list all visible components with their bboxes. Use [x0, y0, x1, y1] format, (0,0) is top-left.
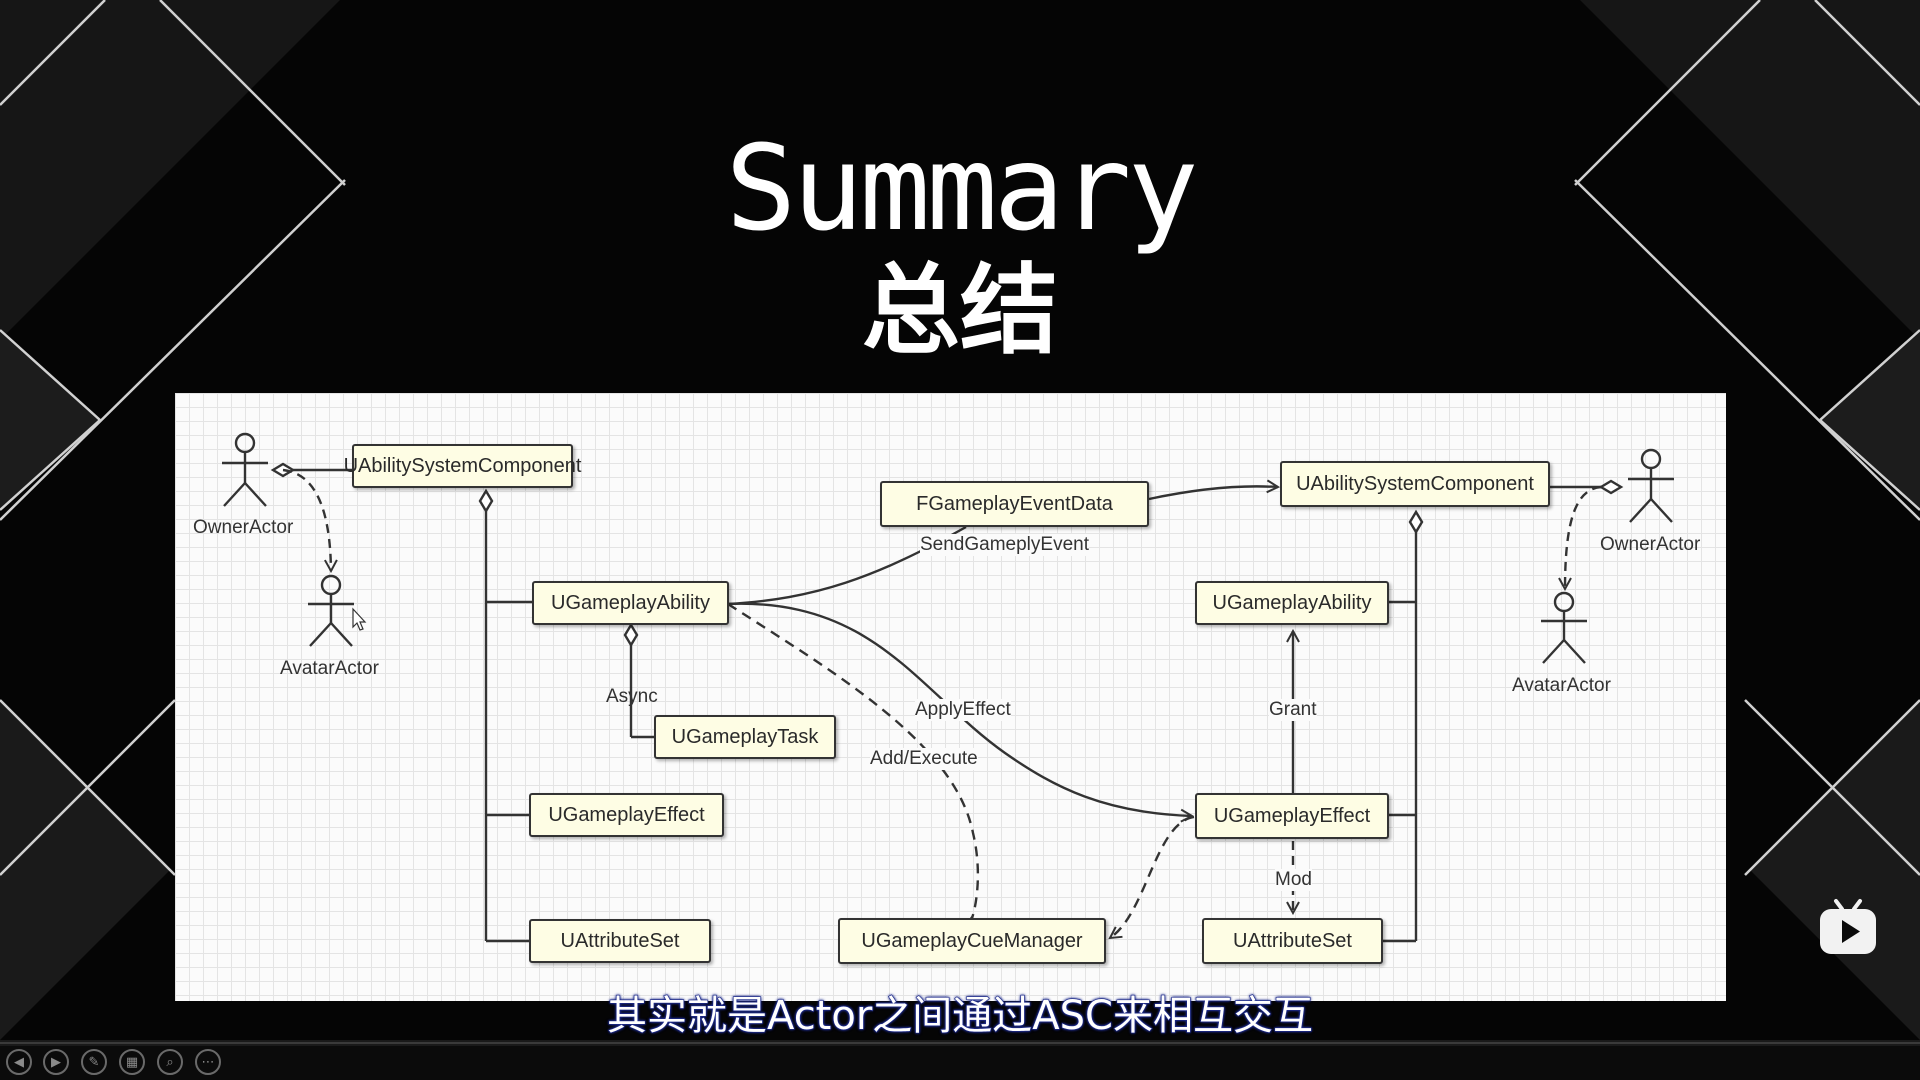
left-avatar-actor-figure [308, 574, 354, 647]
zoom-icon[interactable]: ⌕ [157, 1049, 183, 1075]
left-effect-box: UGameplayEffect [529, 793, 724, 837]
more-icon[interactable]: ⋯ [195, 1049, 221, 1075]
left-ability-box: UGameplayAbility [532, 581, 729, 625]
video-subtitle: 其实就是Actor之间通过ASC来相互交互 [606, 992, 1313, 1039]
left-attribute-set-box: UAttributeSet [529, 919, 711, 963]
left-asc-box: UAbilitySystemComponent [344, 444, 581, 488]
right-avatar-actor-figure [1541, 591, 1587, 664]
left-owner-actor-figure [222, 432, 268, 507]
right-asc-box: UAbilitySystemComponent [1280, 461, 1550, 507]
presentation-toolbar [0, 1046, 1920, 1080]
right-owner-actor-label: OwnerActor [1600, 534, 1701, 555]
add-execute-label: Add/Execute [870, 748, 978, 770]
mouse-cursor-icon [352, 607, 367, 631]
right-attribute-set-box: UAttributeSet [1202, 918, 1383, 964]
pen-icon[interactable]: ✎ [81, 1049, 107, 1075]
right-effect-box: UGameplayEffect [1195, 793, 1389, 839]
bilibili-tv-icon [1820, 899, 1876, 954]
left-avatar-actor-label: AvatarActor [280, 658, 379, 679]
left-task-box: UGameplayTask [654, 715, 836, 759]
cue-manager-box: UGameplayCueManager [838, 918, 1106, 964]
grant-label: Grant [1269, 699, 1317, 721]
next-icon[interactable]: ▶ [43, 1049, 69, 1075]
right-avatar-actor-label: AvatarActor [1512, 675, 1611, 696]
async-label: Async [606, 686, 658, 707]
mod-label: Mod [1275, 869, 1312, 891]
slides-icon[interactable]: ▦ [119, 1049, 145, 1075]
apply-effect-label: ApplyEffect [915, 699, 1011, 721]
right-owner-actor-figure [1628, 448, 1674, 523]
send-event-label: SendGameplyEvent [920, 534, 1089, 556]
uml-diagram-canvas: UAbilitySystemComponent UGameplayAbility… [175, 393, 1726, 1001]
diagram-connectors [222, 432, 1674, 943]
left-owner-actor-label: OwnerActor [193, 517, 294, 538]
event-data-box: FGameplayEventData [880, 481, 1149, 527]
slide-title-chinese: 总结 [861, 254, 1058, 368]
prev-icon[interactable]: ◀ [6, 1049, 32, 1075]
right-ability-box: UGameplayAbility [1195, 581, 1389, 625]
slide-title: Summary [725, 119, 1198, 257]
